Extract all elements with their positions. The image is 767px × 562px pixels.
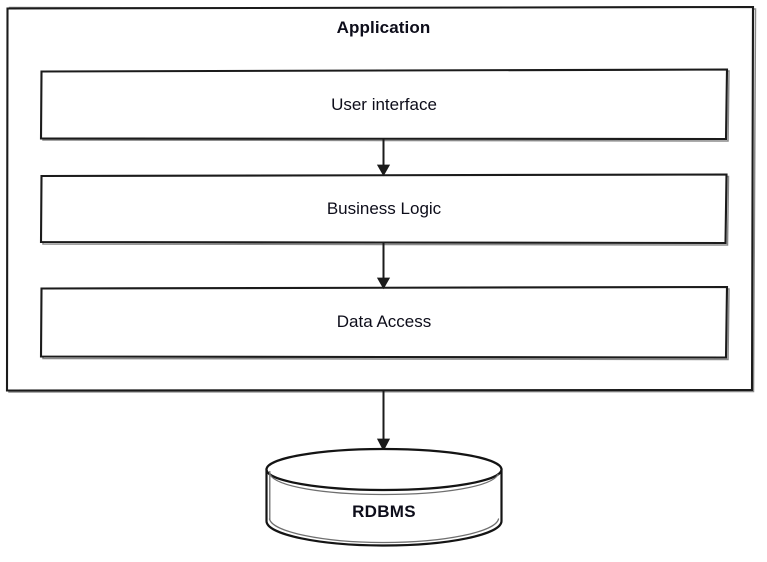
layer-label-data-access: Data Access: [336, 312, 432, 331]
layer-box-user-interface-shape: [39, 68, 730, 142]
layer-box-data-access-shape: [39, 285, 730, 361]
connector-business-logic-to-data-access: [376, 243, 391, 290]
rdbms-cylinder-shape: [265, 447, 503, 547]
layer-label-user-interface: User interface: [331, 95, 437, 114]
connector-ui-to-business-logic: [376, 139, 391, 177]
application-container-title: Application: [336, 18, 431, 37]
rdbms-label: RDBMS: [352, 502, 416, 521]
connector-application-to-rdbms: [376, 391, 391, 452]
layer-label-business-logic: Business Logic: [326, 199, 442, 218]
layer-box-business-logic-shape: [39, 173, 730, 246]
